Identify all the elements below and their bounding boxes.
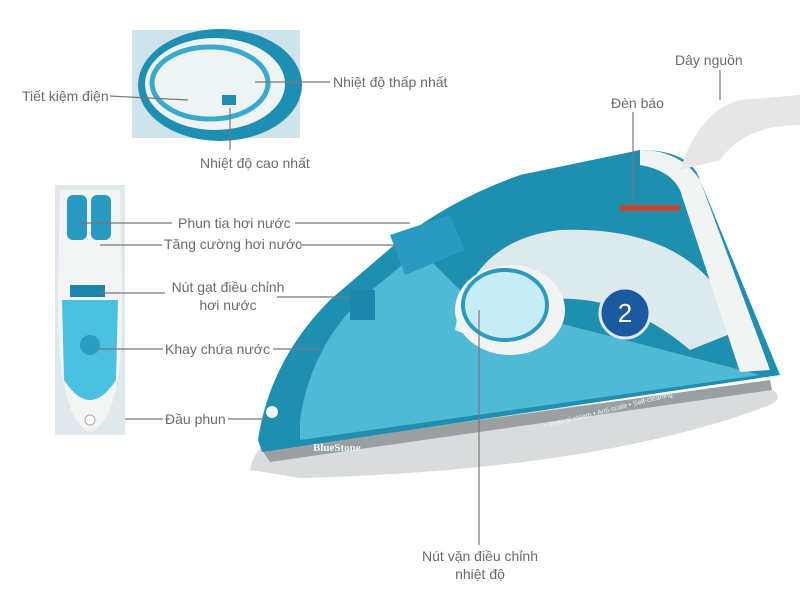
label-nozzle: Đầu phun <box>165 411 226 427</box>
label-steam-slider-line1: Nút gạt điều chỉnh <box>171 279 285 295</box>
label-power-saving: Tiết kiệm điện <box>22 88 109 104</box>
label-steam-slider: Nút gạt điều chỉnh hơi nước <box>160 278 296 314</box>
label-temp-dial-line1: Nút vặn điều chỉnh <box>422 548 538 564</box>
label-indicator-light: Đèn báo <box>611 95 664 111</box>
iron-main-photo: 2 <box>250 95 800 478</box>
label-lowest-temp: Nhiệt độ thấp nhất <box>333 74 448 90</box>
label-steam-slider-line2: hơi nước <box>199 297 257 313</box>
brand-logo: BlueStone <box>313 442 361 454</box>
top-view-photo <box>55 185 125 435</box>
label-power-cord: Dây nguồn <box>675 52 743 68</box>
label-temp-dial-line2: nhiệt độ <box>455 566 505 582</box>
leader-lines <box>80 70 721 545</box>
label-steam-boost: Tăng cường hơi nước <box>164 236 303 252</box>
label-spray: Phun tia hơi nước <box>178 215 291 231</box>
label-highest-temp: Nhiệt độ cao nhất <box>200 155 310 171</box>
dial-closeup-photo <box>132 29 302 141</box>
warranty-badge: 2 <box>618 298 632 328</box>
label-temp-dial: Nút vặn điều chỉnh nhiệt độ <box>405 547 555 583</box>
label-water-tank: Khay chứa nước <box>165 341 270 357</box>
